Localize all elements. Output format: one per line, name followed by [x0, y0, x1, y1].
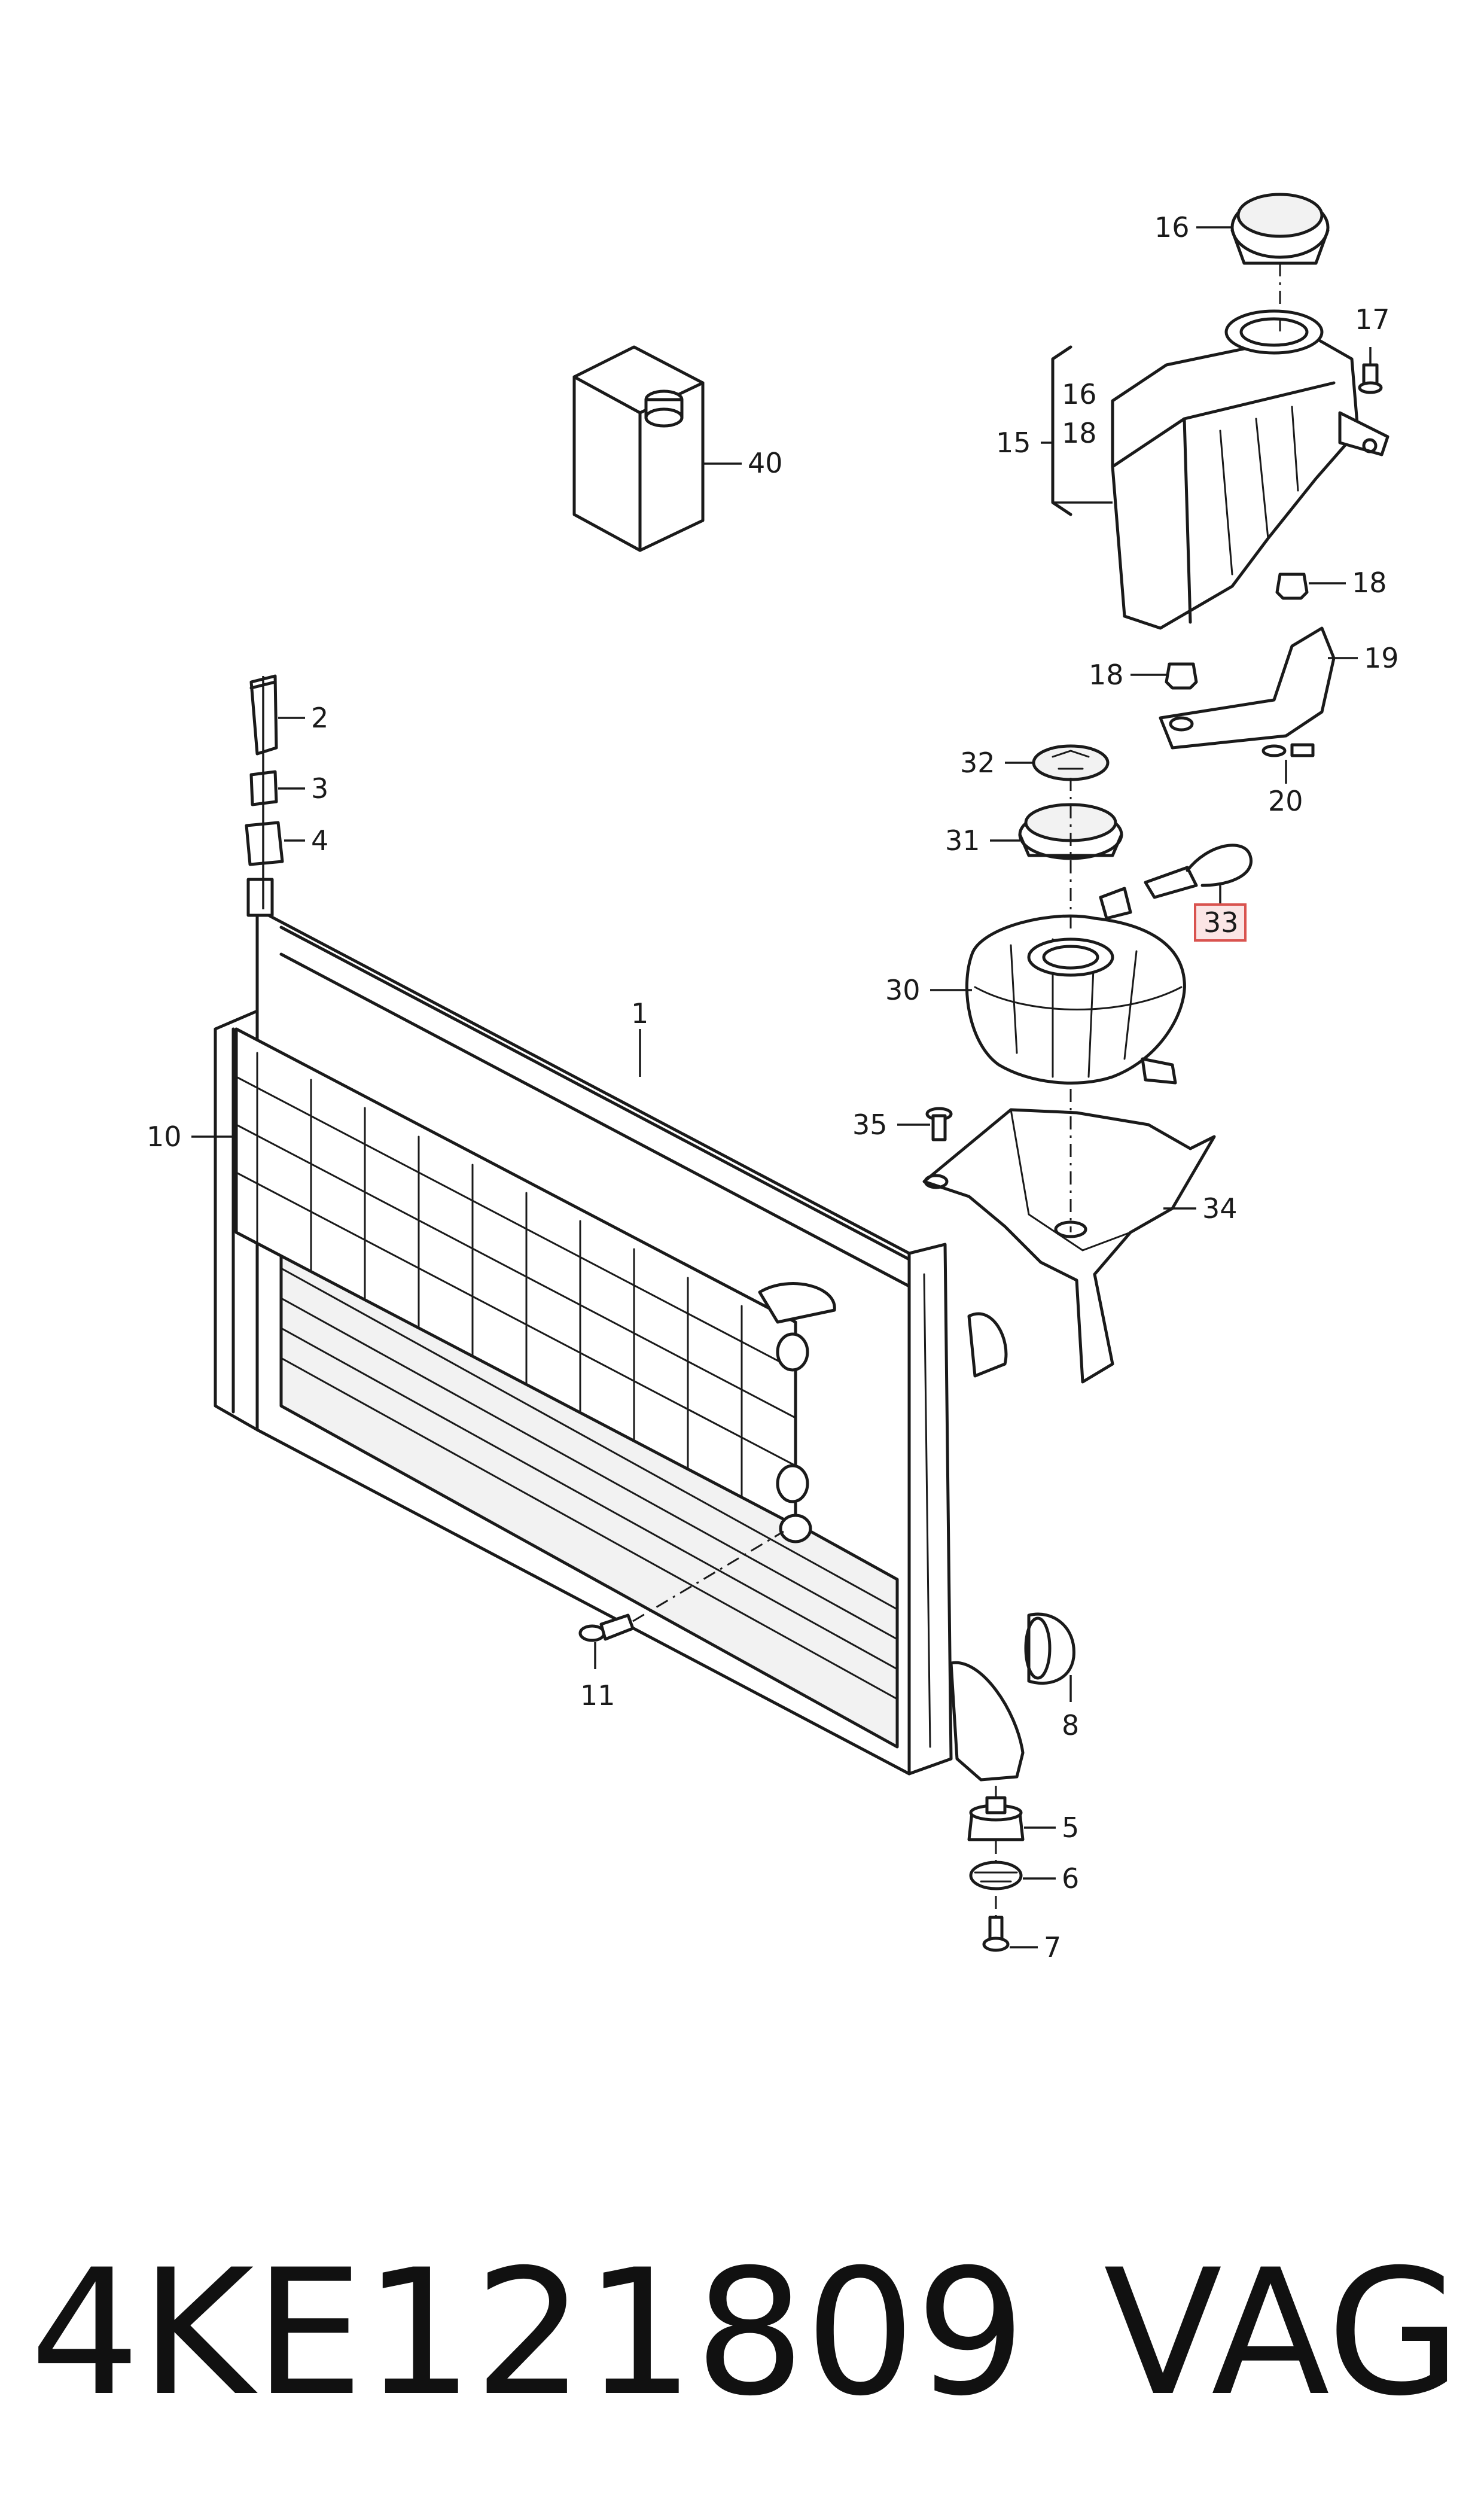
cap-insert-32-part — [1032, 744, 1110, 781]
callout-15: 15 — [996, 427, 1031, 459]
callout-17: 17 — [1355, 303, 1390, 336]
callout-3: 3 — [311, 772, 328, 805]
callout-31: 31 — [945, 824, 980, 857]
callout-20: 20 — [1268, 785, 1303, 817]
callout-18c: 18 — [1352, 567, 1387, 599]
callout-8: 8 — [1062, 1709, 1079, 1741]
callout-33-highlight — [1194, 903, 1247, 942]
tank-bracket-34-part — [922, 1108, 1216, 1384]
expansion-tank-upper-part — [1111, 309, 1389, 630]
bolt-20-part — [1261, 743, 1315, 757]
level-sensor-33-part — [1144, 844, 1253, 899]
callout-16b: 16 — [1062, 378, 1097, 410]
callout-4: 4 — [311, 824, 328, 857]
tank-cap-upper-part — [1230, 193, 1330, 265]
expansion-tank-30-part — [965, 887, 1186, 1085]
callout-7: 7 — [1044, 1931, 1061, 1963]
screw-35-part — [925, 1107, 953, 1141]
mount-4-part — [245, 821, 284, 866]
grommet-18-left-part — [1165, 662, 1198, 690]
callout-35: 35 — [852, 1109, 888, 1141]
radiator-1-part — [214, 878, 1025, 1782]
callout-1: 1 — [631, 997, 648, 1030]
screw-7-part — [982, 1916, 1010, 1952]
callout-11: 11 — [580, 1679, 615, 1712]
rubber-mount-6-part — [969, 1861, 1023, 1890]
callout-19: 19 — [1364, 642, 1399, 674]
callout-30: 30 — [885, 974, 921, 1006]
callout-34: 34 — [1202, 1192, 1238, 1225]
callout-5: 5 — [1062, 1811, 1079, 1844]
bolt-11-part — [578, 1613, 635, 1642]
grommet-18-right-part — [1275, 573, 1309, 600]
callout-2: 2 — [311, 702, 328, 734]
callout-16a: 16 — [1154, 211, 1190, 243]
coolant-container-part — [572, 345, 705, 552]
callout-6: 6 — [1062, 1862, 1079, 1895]
callout-10: 10 — [147, 1121, 182, 1153]
callout-18a: 18 — [1062, 417, 1097, 449]
callout-32: 32 — [960, 747, 995, 779]
bolt-17-part — [1358, 363, 1383, 394]
part-number: 4KE121809 — [30, 2233, 1026, 2434]
callout-18b: 18 — [1089, 659, 1124, 691]
coupling-8-part — [1024, 1612, 1075, 1685]
brand-label: VAG — [1104, 2233, 1461, 2434]
callout-40: 40 — [748, 447, 783, 479]
rubber-mount-5-part — [967, 1796, 1025, 1841]
callout-33[interactable]: 33 — [1203, 906, 1239, 939]
